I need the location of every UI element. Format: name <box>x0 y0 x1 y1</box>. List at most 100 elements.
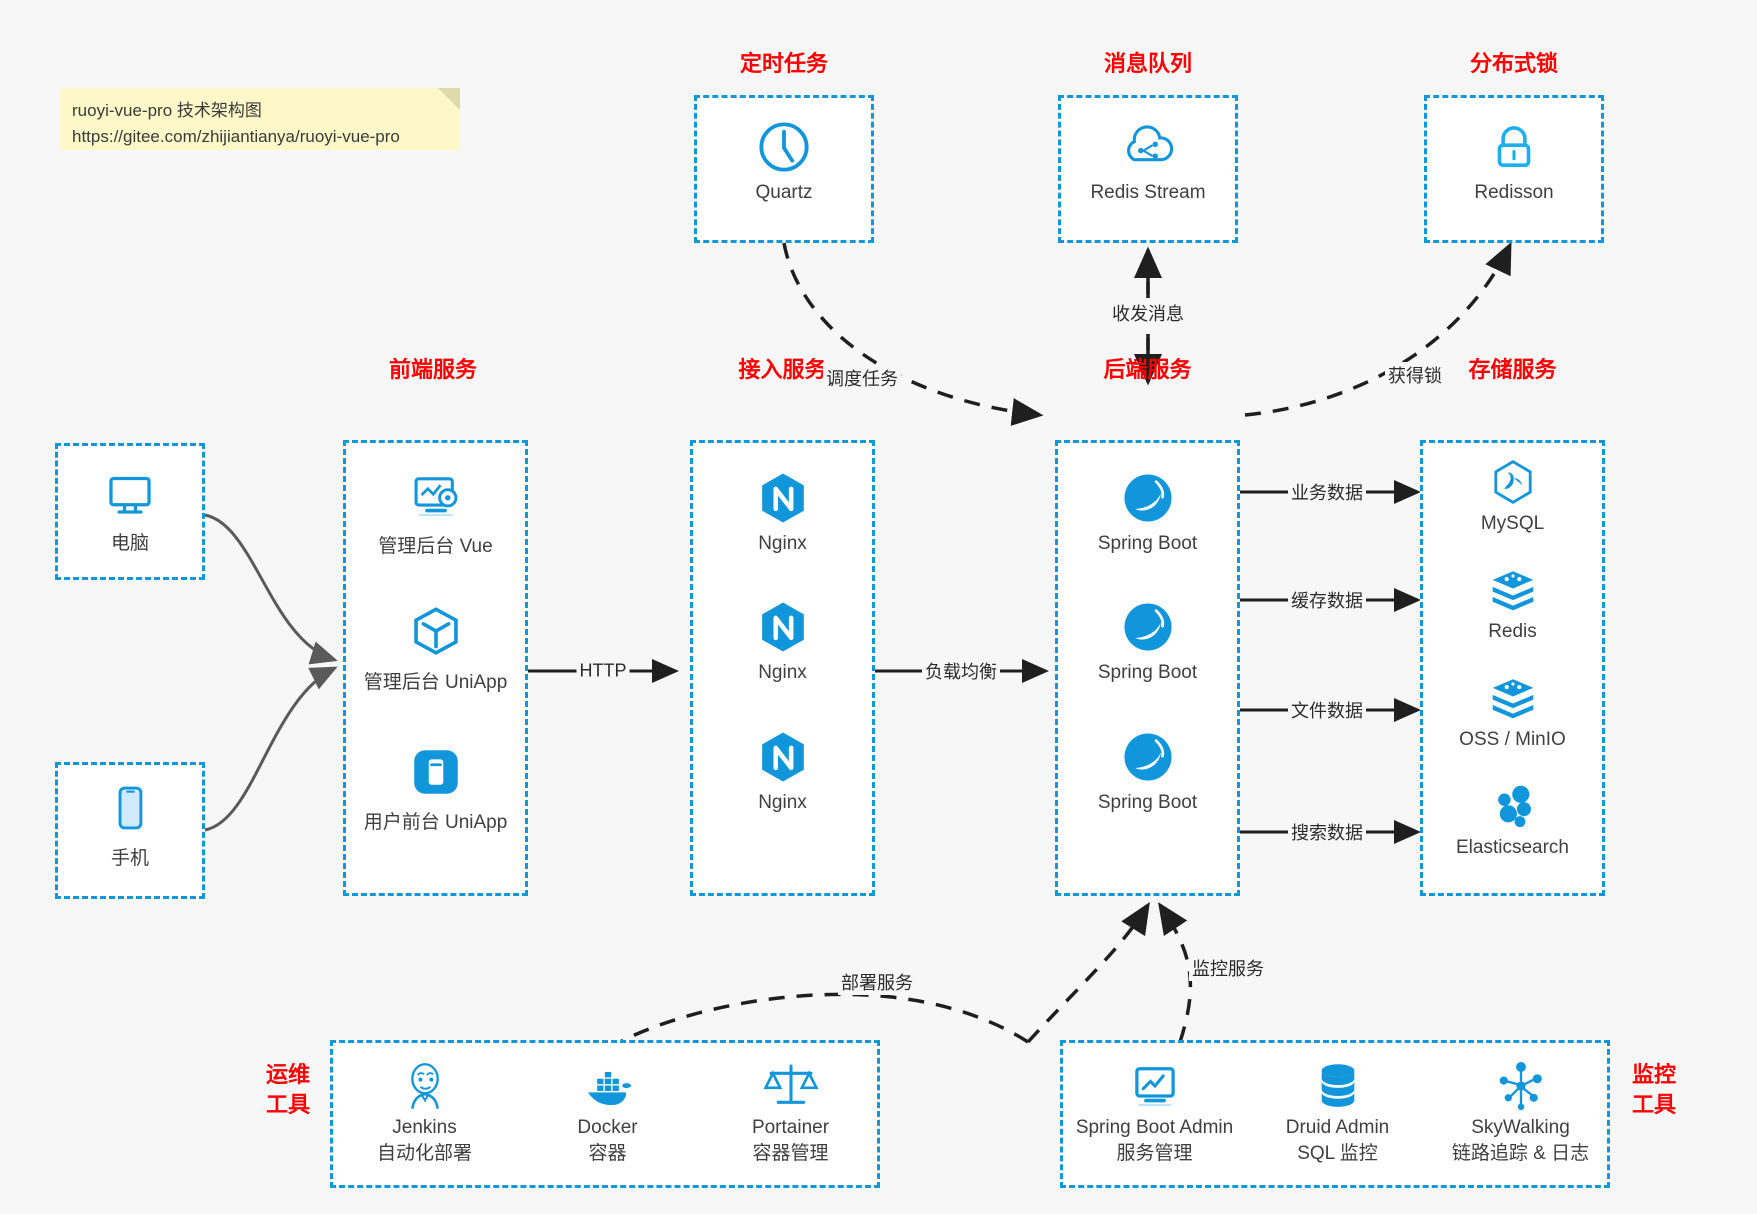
node-nginx-2[interactable]: Nginx <box>693 598 872 684</box>
edge-label-http: HTTP <box>576 660 630 682</box>
monitor-title-line-2: 工具 <box>1631 1092 1676 1117</box>
node-label: 管理后台 UniApp <box>363 672 508 693</box>
node-label: 管理后台 Vue <box>378 536 493 557</box>
node-label: Redisson <box>1474 182 1554 203</box>
spring-boot-icon <box>1119 469 1177 527</box>
group-device-computer: 电脑 <box>55 443 205 580</box>
node-redis-stream[interactable]: Redis Stream <box>1061 118 1235 204</box>
node-sublabel: 容器 <box>588 1143 627 1164</box>
edge-label-deploy-service: 部署服务 <box>838 969 916 995</box>
group-device-mobile: 手机 <box>55 762 205 899</box>
node-spring-boot-2[interactable]: Spring Boot <box>1058 598 1237 684</box>
node-portainer[interactable]: Portainer 容器管理 <box>699 1057 882 1167</box>
node-label: Spring Boot Admin <box>1075 1117 1234 1138</box>
node-druid-admin[interactable]: Druid Admin SQL 监控 <box>1246 1057 1429 1167</box>
group-storage: MySQL Redis OSS / MinIO Elasticsearch <box>1420 440 1605 896</box>
node-label: Portainer <box>751 1117 830 1138</box>
node-label: Druid Admin <box>1285 1117 1390 1138</box>
monitor-title-line-1: 监控 <box>1631 1062 1676 1087</box>
node-admin-vue[interactable]: 管理后台 Vue <box>346 467 525 558</box>
desktop-icon <box>101 464 159 522</box>
nginx-icon <box>754 598 812 656</box>
group-backend: Spring Boot Spring Boot Spring Boot <box>1055 440 1240 896</box>
node-redis[interactable]: Redis <box>1423 565 1602 643</box>
group-gateway: Nginx Nginx Nginx <box>690 440 875 896</box>
node-redisson[interactable]: Redisson <box>1427 118 1601 204</box>
node-label: Redis Stream <box>1090 182 1206 203</box>
node-quartz[interactable]: Quartz <box>697 118 871 204</box>
node-label: Spring Boot <box>1097 533 1198 554</box>
dashboard-settings-icon <box>407 467 465 525</box>
group-scheduler: Quartz <box>694 95 874 243</box>
node-label: MySQL <box>1480 513 1545 534</box>
node-label: Spring Boot <box>1097 792 1198 813</box>
note-fold-icon <box>438 88 460 110</box>
mobile-icon <box>101 779 159 837</box>
node-label: OSS / MinIO <box>1459 729 1566 750</box>
node-sublabel: 容器管理 <box>752 1143 829 1164</box>
group-title-lock: 分布式锁 <box>1469 51 1558 76</box>
elasticsearch-icon <box>1488 781 1538 831</box>
group-title-ops: 运维 工具 <box>248 1060 328 1120</box>
edge-label-send-receive-message: 收发消息 <box>1109 300 1187 326</box>
node-admin-uniapp[interactable]: 管理后台 UniApp <box>346 603 525 694</box>
group-title-mq: 消息队列 <box>1103 51 1192 76</box>
database-icon <box>1309 1057 1367 1115</box>
group-title-scheduler: 定时任务 <box>739 51 828 76</box>
nginx-icon <box>754 728 812 786</box>
node-nginx-3[interactable]: Nginx <box>693 728 872 814</box>
node-spring-boot-3[interactable]: Spring Boot <box>1058 728 1237 814</box>
group-lock: Redisson <box>1424 95 1604 243</box>
node-label: Docker <box>577 1117 638 1138</box>
group-title-storage: 存储服务 <box>1468 357 1557 382</box>
node-label: Nginx <box>758 662 807 683</box>
monitor-chart-icon <box>1126 1057 1184 1115</box>
lock-icon <box>1485 118 1543 176</box>
edge-label-file-data: 文件数据 <box>1288 697 1366 723</box>
node-nginx-1[interactable]: Nginx <box>693 469 872 555</box>
edge-label-schedule-task: 调度任务 <box>823 365 901 391</box>
node-computer[interactable]: 电脑 <box>58 464 202 555</box>
mysql-icon <box>1488 457 1538 507</box>
node-user-uniapp[interactable]: 用户前台 UniApp <box>346 743 525 834</box>
node-mysql[interactable]: MySQL <box>1423 457 1602 535</box>
spring-boot-icon <box>1119 598 1177 656</box>
group-title-monitor: 监控 工具 <box>1614 1060 1694 1120</box>
ops-title-line-1: 运维 <box>265 1062 310 1087</box>
jenkins-icon <box>396 1057 454 1115</box>
oss-minio-icon <box>1488 673 1538 723</box>
node-skywalking[interactable]: SkyWalking 链路追踪 & 日志 <box>1429 1057 1612 1167</box>
skywalking-icon <box>1492 1057 1550 1115</box>
node-label: Elasticsearch <box>1456 837 1569 858</box>
edge-label-acquire-lock: 获得锁 <box>1385 362 1445 388</box>
group-title-backend: 后端服务 <box>1103 357 1192 382</box>
clock-icon <box>755 118 813 176</box>
node-label: 电脑 <box>110 533 149 554</box>
group-frontend: 管理后台 Vue 管理后台 UniApp 用户前台 UniApp <box>343 440 528 896</box>
hexagon-cube-icon <box>407 603 465 661</box>
group-monitor: Spring Boot Admin 服务管理 Druid Admin SQL 监… <box>1060 1040 1610 1188</box>
group-title-gateway: 接入服务 <box>738 357 827 382</box>
node-label: 用户前台 UniApp <box>363 812 508 833</box>
edge-label-monitor-service: 监控服务 <box>1189 955 1267 981</box>
node-spring-boot-admin[interactable]: Spring Boot Admin 服务管理 <box>1063 1057 1246 1167</box>
node-sublabel: SQL 监控 <box>1297 1143 1378 1164</box>
node-label: Redis <box>1488 621 1537 642</box>
node-label: Spring Boot <box>1097 662 1198 683</box>
redis-icon <box>1488 565 1538 615</box>
docker-icon <box>579 1057 637 1115</box>
node-jenkins[interactable]: Jenkins 自动化部署 <box>333 1057 516 1167</box>
node-docker[interactable]: Docker 容器 <box>516 1057 699 1167</box>
node-label: SkyWalking <box>1471 1117 1570 1138</box>
group-mq: Redis Stream <box>1058 95 1238 243</box>
diagram-note: ruoyi-vue-pro 技术架构图 https://gitee.com/zh… <box>60 88 460 150</box>
node-elasticsearch[interactable]: Elasticsearch <box>1423 781 1602 859</box>
node-oss-minio[interactable]: OSS / MinIO <box>1423 673 1602 751</box>
node-sublabel: 服务管理 <box>1116 1143 1193 1164</box>
node-mobile[interactable]: 手机 <box>58 779 202 870</box>
node-label: Quartz <box>755 182 813 203</box>
node-spring-boot-1[interactable]: Spring Boot <box>1058 469 1237 555</box>
group-ops: Jenkins 自动化部署 Docker 容器 Portainer 容器管理 <box>330 1040 880 1188</box>
scales-icon <box>762 1057 820 1115</box>
